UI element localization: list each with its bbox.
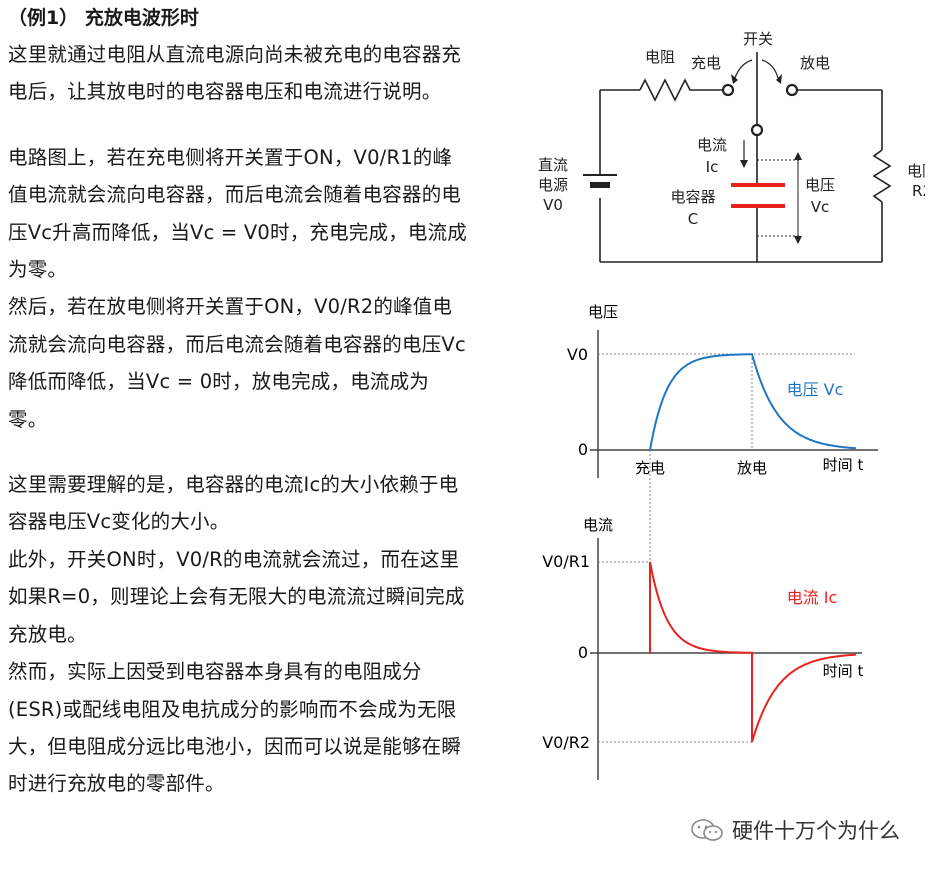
paragraph-intro: 这里就通过电阻从直流电源向尚未被充电的电容器充电后，让其放电时的电容器电压和电流… (8, 43, 462, 104)
circuit-arrowheads (731, 74, 802, 244)
section-title: （例1） 充放电波形时 (8, 7, 199, 29)
watermark-text: 硬件十万个为什么 (732, 819, 900, 843)
voltage-chart: 电压 V0 0 充电 放电 时间 t 电压 Vc (567, 303, 878, 478)
voltage-y-label: 电压 (588, 303, 618, 321)
capacitor-bottom-plate (731, 204, 785, 208)
source-label-3: V0 (543, 196, 563, 214)
voltage-tick-0: 0 (578, 440, 588, 459)
resistor1-label: 电阻 (645, 48, 675, 66)
voltage-label-2: Vc (811, 198, 830, 216)
switch-pivot (750, 123, 764, 137)
resistor2-label-1: 电阻 (907, 162, 925, 180)
wechat-icon (691, 819, 723, 841)
capacitor-label-2: C (688, 210, 698, 228)
battery-short-plate (590, 182, 610, 188)
article-text: （例1） 充放电波形时 这里就通过电阻从直流电源向尚未被充电的电容器充电后，让其… (8, 2, 468, 803)
source-label-2: 电源 (538, 176, 568, 194)
current-label-1: 电流 (697, 136, 727, 154)
current-series-label: 电流 Ic (787, 588, 838, 607)
voltage-curve (649, 353, 857, 451)
voltage-tick-v0: V0 (567, 345, 588, 364)
circuit-and-waveforms-figure: 开关 电阻 充电 放电 直流 电源 V0 电流 Ic 电容器 C 电压 Vc 电… (538, 30, 925, 780)
capacitor-label-1: 电容器 (670, 188, 715, 206)
current-tick-0: 0 (578, 643, 588, 662)
current-label-2: Ic (706, 158, 719, 176)
paragraph-discharge: 然后，若在放电侧将开关置于ON，V0/R2的峰值电流就会流向电容器，而后电流会随… (8, 295, 466, 431)
voltage-series-label: 电压 Vc (787, 380, 844, 399)
discharge-contact (785, 83, 799, 97)
paragraph-charge: 电路图上，若在充电侧将开关置于ON，V0/R1的峰值电流就会流向电容器，而后电流… (8, 145, 468, 282)
capacitor-top-plate (731, 183, 785, 187)
current-y-label: 电流 (583, 516, 613, 534)
resistor2-label-2: R2 (912, 182, 925, 200)
charge-label: 充电 (691, 54, 721, 72)
paragraph-dependency: 这里需要理解的是，电容器的电流Ic的大小依赖于电容器电压Vc变化的大小。 (8, 473, 459, 534)
voltage-x-tick-discharge: 放电 (737, 459, 767, 477)
switch-label: 开关 (743, 30, 773, 48)
watermark: 硬件十万个为什么 (690, 815, 900, 845)
paragraph-infinite: 此外，开关ON时，V0/R的电流就会流过，而在这里如果R=0，则理论上会有无限大… (8, 547, 465, 646)
circuit-diagram (583, 52, 892, 263)
source-label-1: 直流 (538, 156, 568, 174)
discharge-label: 放电 (800, 54, 830, 72)
current-x-label: 时间 t (823, 662, 864, 680)
voltage-x-label: 时间 t (823, 456, 864, 474)
current-tick-peak: V0/R1 (542, 552, 590, 571)
current-tick-trough: V0/R2 (542, 733, 590, 752)
current-chart: 电流 V0/R1 0 V0/R2 时间 t 电流 Ic (542, 516, 863, 780)
charge-contact (721, 83, 735, 97)
paragraph-esr: 然而，实际上因受到电容器本身具有的电阻成分(ESR)或配线电阻及电抗成分的影响而… (8, 660, 462, 796)
current-curve (649, 561, 857, 743)
voltage-label-1: 电压 (805, 176, 835, 194)
resistor-r2 (872, 149, 892, 203)
resistor-r1 (639, 78, 722, 102)
